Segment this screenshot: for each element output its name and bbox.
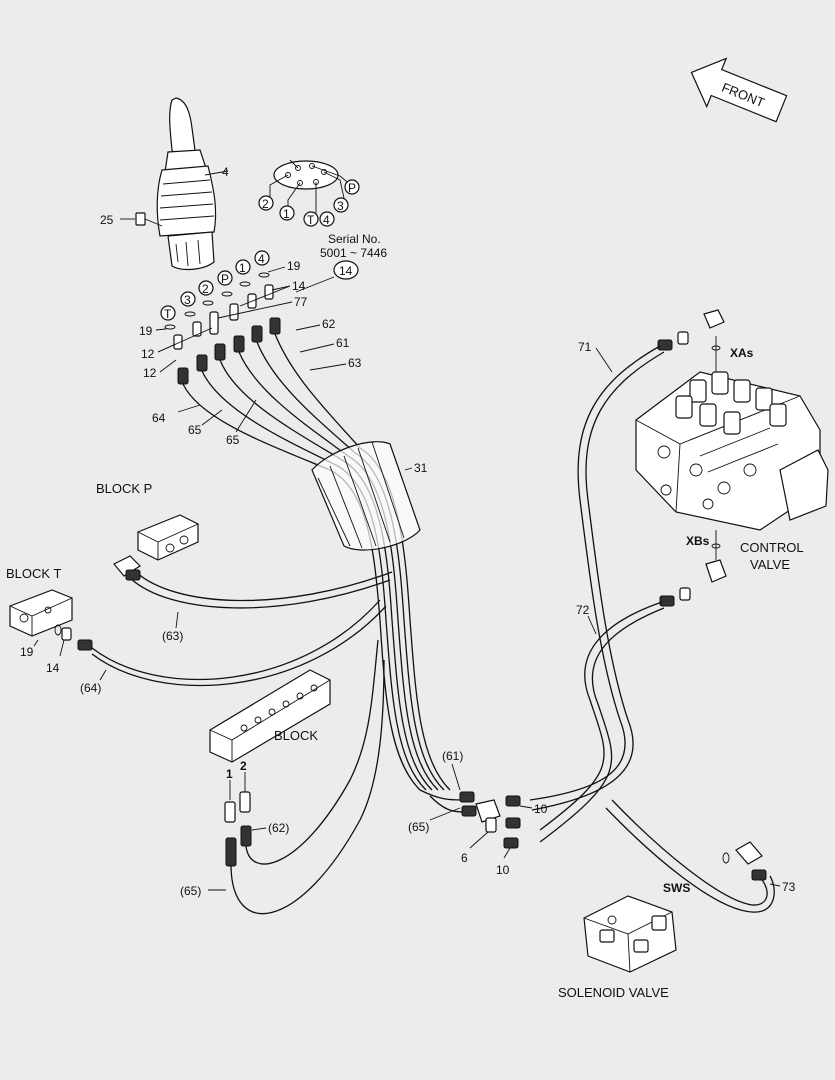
svg-text:T: T [307, 213, 315, 227]
svg-text:10: 10 [496, 863, 510, 877]
svg-text:63: 63 [348, 356, 362, 370]
svg-text:2: 2 [262, 197, 269, 211]
port-circle-2: 2 [258, 195, 274, 211]
svg-text:1: 1 [283, 207, 290, 221]
svg-text:64: 64 [152, 411, 166, 425]
front-arrow: FRONT [690, 57, 788, 123]
callout-25: 25 [100, 213, 114, 227]
tag-4: 4 [254, 250, 270, 266]
svg-text:(61): (61) [442, 749, 463, 763]
svg-text:4: 4 [323, 213, 330, 227]
block-p: BLOCK P (63) [96, 481, 393, 643]
svg-text:31: 31 [414, 461, 428, 475]
svg-text:12: 12 [143, 366, 157, 380]
svg-text:CONTROL: CONTROL [740, 540, 804, 555]
tag-1: 1 [235, 259, 251, 275]
solenoid-valve: 73 SWS SOLENOID VALVE [558, 799, 796, 1000]
bolt-25: 25 [100, 212, 163, 227]
hose-protector-31: 31 [311, 441, 428, 551]
svg-text:3: 3 [337, 199, 344, 213]
svg-text:(64): (64) [80, 681, 101, 695]
port-circle-1: 1 [279, 205, 295, 221]
svg-text:XBs: XBs [686, 534, 710, 548]
svg-text:10: 10 [534, 802, 548, 816]
hoses-71-72: 71 72 [529, 331, 691, 843]
tag-T: T [160, 305, 176, 321]
block-lower: BLOCK 1 2 (62) (65) [180, 639, 385, 915]
svg-text:6: 6 [461, 851, 468, 865]
svg-text:VALVE: VALVE [750, 557, 790, 572]
svg-text:2: 2 [240, 759, 247, 773]
svg-text:(65): (65) [180, 884, 201, 898]
o-rings [164, 272, 270, 330]
svg-text:12: 12 [141, 347, 155, 361]
port-pattern-detail: 2 1 T 4 3 P Serial No. 5001 ~ 7446 [258, 159, 387, 260]
svg-text:(65): (65) [408, 820, 429, 834]
svg-text:65: 65 [226, 433, 240, 447]
svg-text:(62): (62) [268, 821, 289, 835]
svg-text:62: 62 [322, 317, 336, 331]
callout-4: 4 [222, 165, 229, 179]
svg-text:1: 1 [226, 767, 233, 781]
svg-text:BLOCK T: BLOCK T [6, 566, 61, 581]
joystick-lever: 4 [156, 97, 229, 271]
svg-text:19: 19 [20, 645, 34, 659]
tag-3: 3 [180, 291, 196, 307]
serial-range: 5001 ~ 7446 [320, 246, 387, 260]
svg-text:BLOCK P: BLOCK P [96, 481, 152, 496]
svg-text:P: P [348, 181, 356, 195]
svg-text:77: 77 [294, 295, 308, 309]
tag-P: P [217, 270, 233, 286]
block-t: BLOCK T 19 14 (64) [6, 566, 387, 695]
control-valve: XAs XBs CONTROL VALVE [635, 309, 829, 583]
svg-text:3: 3 [184, 293, 191, 307]
svg-text:XAs: XAs [730, 346, 754, 360]
svg-text:19: 19 [139, 324, 153, 338]
tag-14: 14 [333, 260, 359, 280]
svg-text:65: 65 [188, 423, 202, 437]
svg-text:73: 73 [782, 880, 796, 894]
port-circle-3: 3 [333, 197, 349, 213]
svg-text:72: 72 [576, 603, 590, 617]
svg-text:19: 19 [287, 259, 301, 273]
port-circle-P: P [344, 179, 360, 195]
svg-text:P: P [221, 272, 229, 286]
joystick-callouts: 19 14 77 19 12 12 [139, 259, 335, 380]
svg-text:SOLENOID VALVE: SOLENOID VALVE [558, 985, 669, 1000]
svg-text:14: 14 [46, 661, 60, 675]
svg-text:2: 2 [202, 282, 209, 296]
svg-text:T: T [164, 307, 172, 321]
port-circle-4: 4 [319, 211, 335, 227]
svg-text:BLOCK: BLOCK [274, 728, 318, 743]
hose-fittings-top [177, 317, 281, 385]
tag-2: 2 [198, 280, 214, 296]
tee-fitting-6: (61) (65) 6 10 10 [408, 749, 548, 877]
svg-text:61: 61 [336, 336, 350, 350]
svg-text:SWS: SWS [663, 881, 690, 895]
svg-text:4: 4 [258, 252, 265, 266]
svg-text:14: 14 [339, 264, 353, 278]
port-circle-T: T [303, 211, 319, 227]
svg-text:(63): (63) [162, 629, 183, 643]
svg-text:1: 1 [239, 261, 246, 275]
serial-title: Serial No. [328, 232, 381, 246]
svg-text:71: 71 [578, 340, 592, 354]
